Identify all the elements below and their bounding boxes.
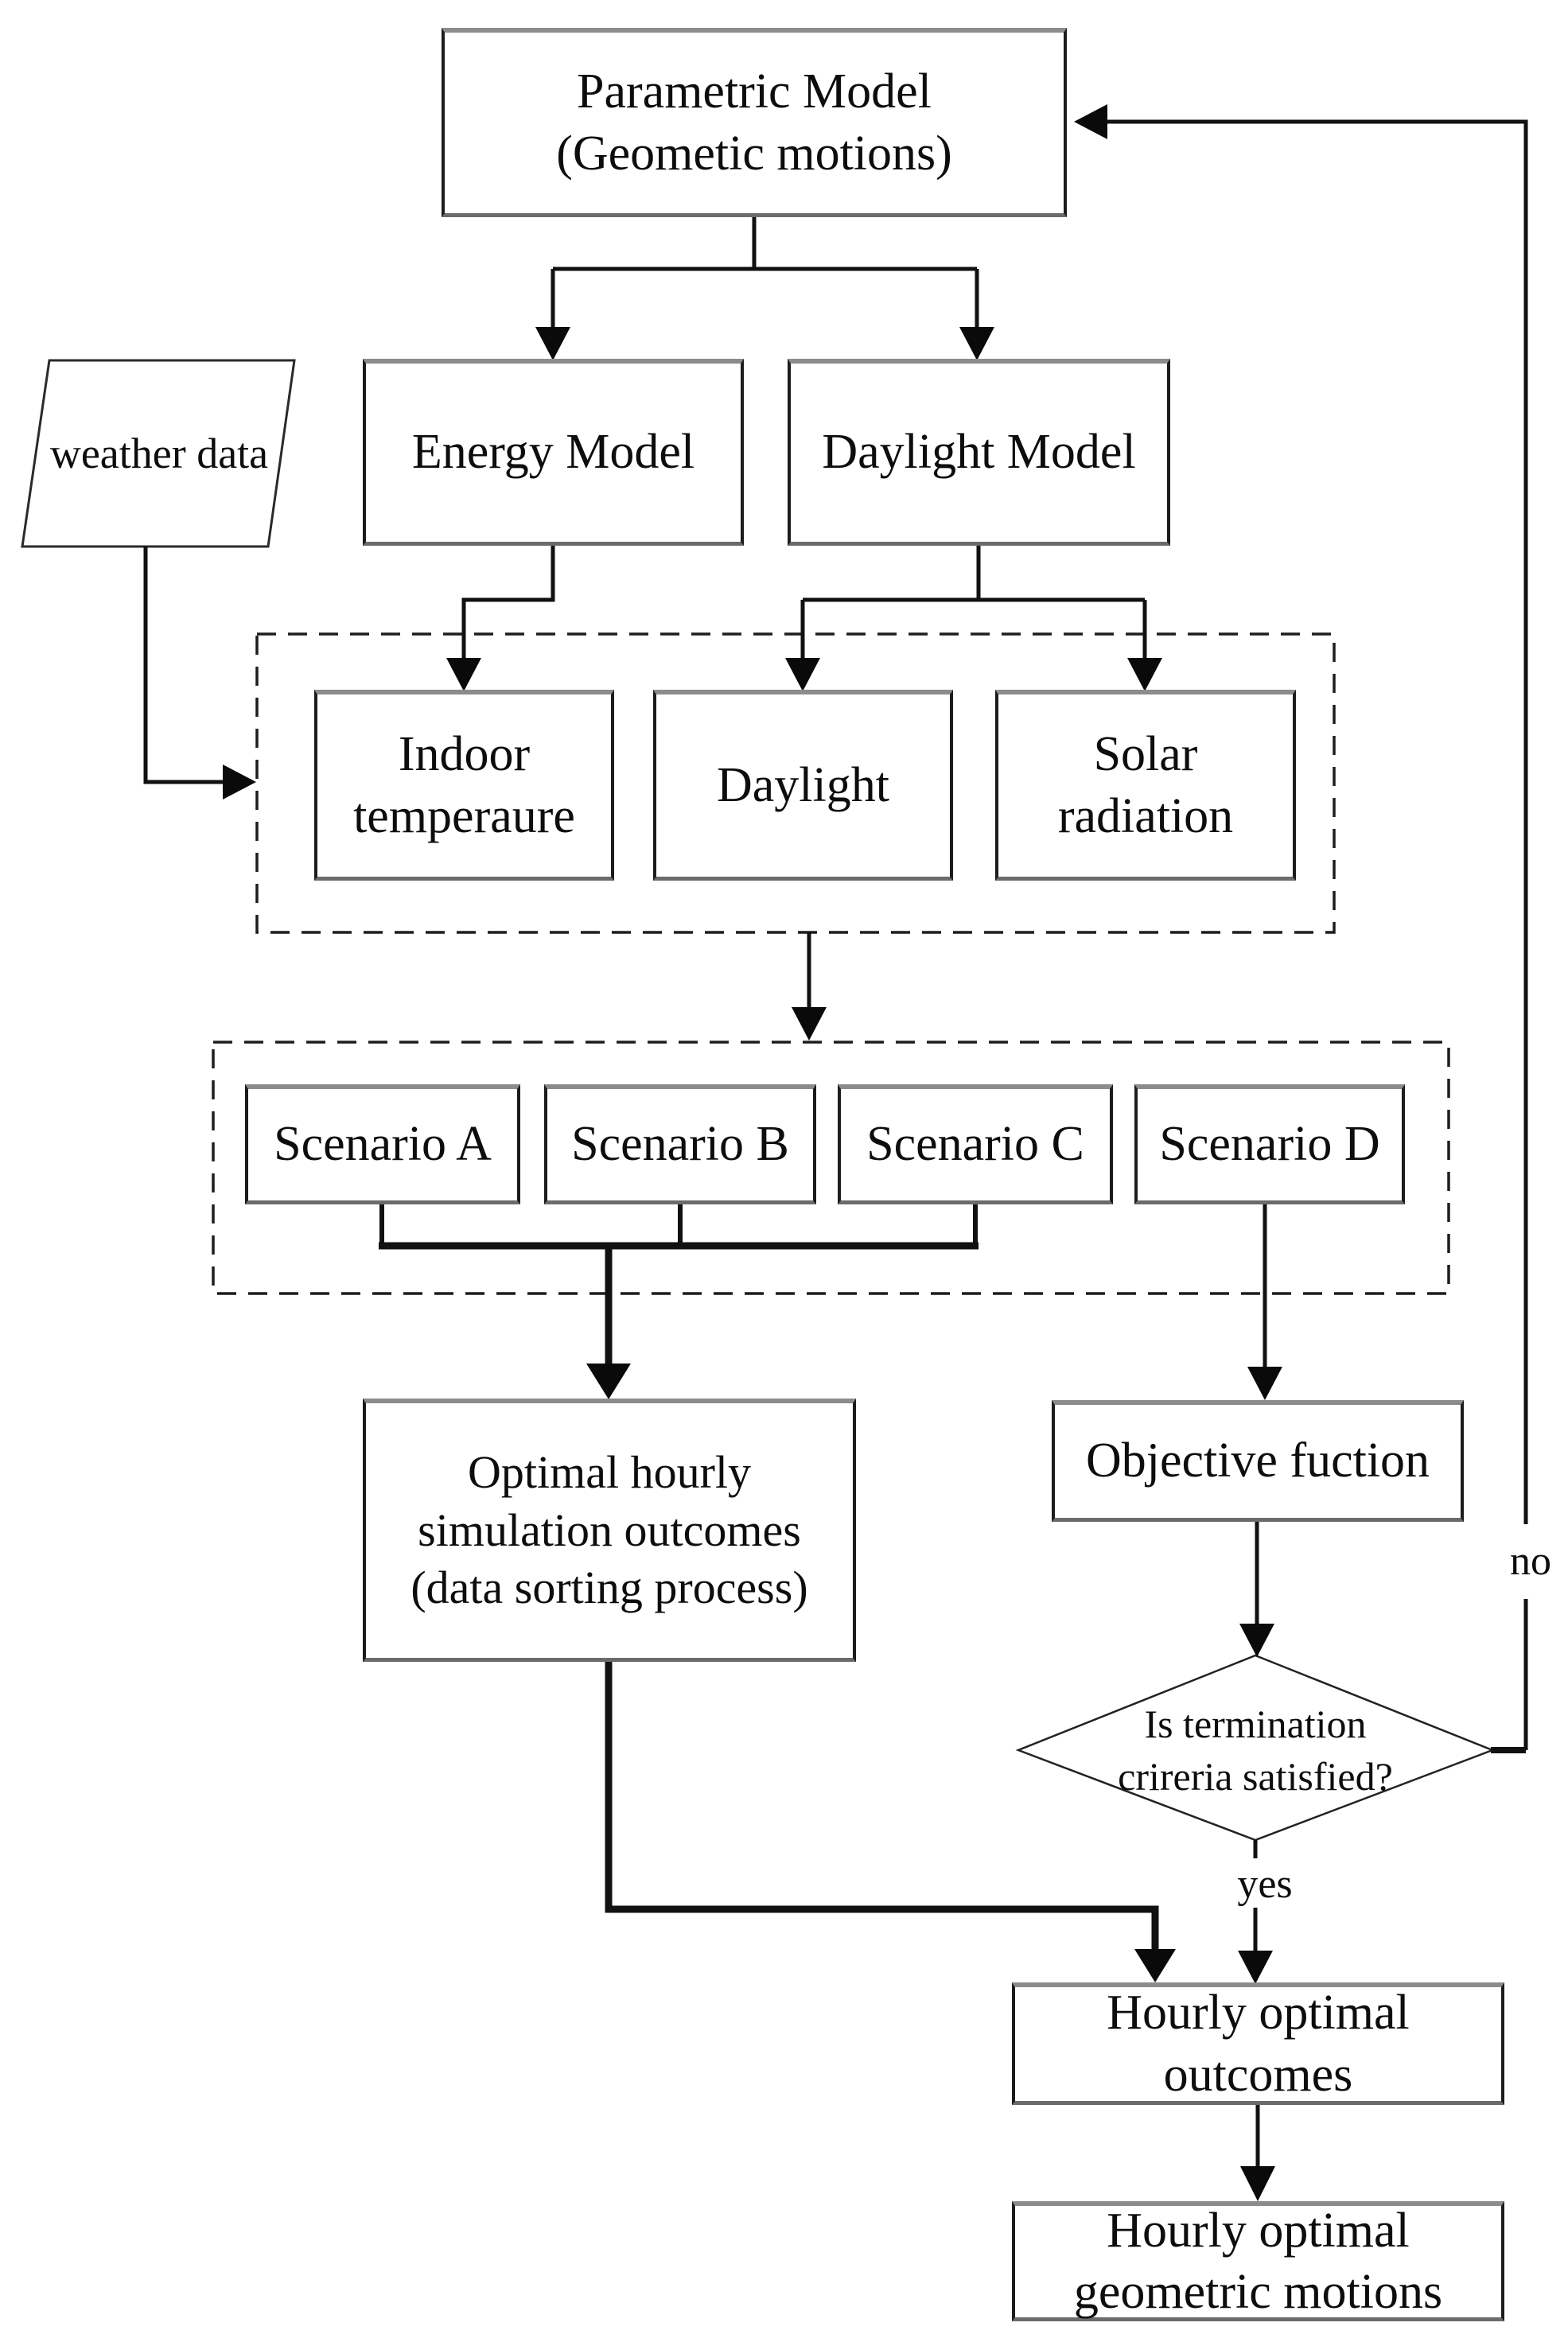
scenario-d-label: Scenario D bbox=[1159, 1117, 1380, 1172]
arrowhead-into-decision bbox=[1239, 1624, 1274, 1657]
daylight-model-node: Daylight Model bbox=[788, 359, 1170, 546]
parametric-model-label: Parametric Model (Geometic motions) bbox=[556, 64, 952, 181]
optimal-hourly-outcomes-node: Optimal hourly simulation outcomes (data… bbox=[363, 1399, 856, 1662]
scenario-d-node: Scenario D bbox=[1134, 1084, 1405, 1204]
daylight-node: Daylight bbox=[653, 690, 953, 881]
edge-scenario-abc-drops bbox=[379, 1204, 978, 1246]
energy-model-label: Energy Model bbox=[411, 425, 695, 480]
weather-parallelogram-shape bbox=[21, 359, 296, 548]
arrowhead-into-optimal-hourly bbox=[586, 1364, 631, 1399]
energy-model-node: Energy Model bbox=[363, 359, 744, 546]
parametric-model-node: Parametric Model (Geometic motions) bbox=[442, 28, 1067, 217]
arrowhead-elbow-into-outcomes bbox=[1134, 1949, 1176, 1982]
scenario-a-label: Scenario A bbox=[274, 1117, 492, 1172]
weather-data-label: weather data bbox=[49, 430, 269, 477]
hourly-optimal-outcomes-label: Hourly optimal outcomes bbox=[1107, 1986, 1410, 2102]
scenario-c-node: Scenario C bbox=[838, 1084, 1113, 1204]
arrowhead-into-indoor-temperature bbox=[446, 658, 481, 691]
objective-function-label: Objective fuction bbox=[1085, 1434, 1430, 1488]
arrowhead-into-energy-model bbox=[535, 327, 570, 360]
scenario-c-label: Scenario C bbox=[866, 1117, 1084, 1172]
arrowhead-into-objective-function bbox=[1247, 1367, 1282, 1400]
daylight-label: Daylight bbox=[717, 757, 889, 812]
hourly-optimal-outcomes-node: Hourly optimal outcomes bbox=[1012, 1982, 1504, 2105]
indoor-temperature-node: Indoor temperaure bbox=[314, 690, 614, 881]
scenario-b-label: Scenario B bbox=[571, 1117, 789, 1172]
edge-optimal-to-outcomes-elbow bbox=[605, 1661, 1159, 1951]
arrowhead-into-solar-radiation bbox=[1127, 658, 1162, 691]
weather-data-node: weather data bbox=[36, 374, 282, 533]
arrowhead-into-motions bbox=[1240, 2166, 1275, 2201]
optimal-hourly-outcomes-label: Optimal hourly simulation outcomes (data… bbox=[410, 1446, 808, 1614]
indoor-temperature-label: Indoor temperaure bbox=[353, 727, 575, 843]
edge-daylight-split bbox=[800, 545, 1147, 661]
no-edge-label: no bbox=[1510, 1538, 1551, 1584]
solar-radiation-label: Solar radiation bbox=[1057, 727, 1234, 843]
hourly-optimal-geometric-motions-label: Hourly optimal geometric motions bbox=[1073, 2203, 1443, 2320]
arrowhead-yes-into-outcomes bbox=[1238, 1951, 1273, 1984]
hourly-optimal-geometric-motions-node: Hourly optimal geometric motions bbox=[1012, 2201, 1504, 2321]
arrowhead-into-scenarios-group bbox=[792, 1007, 827, 1041]
scenario-a-node: Scenario A bbox=[245, 1084, 520, 1204]
scenario-b-node: Scenario B bbox=[544, 1084, 816, 1204]
edge-parametric-split bbox=[551, 216, 979, 330]
daylight-model-label: Daylight Model bbox=[822, 425, 1136, 480]
termination-check-label: Is termination crireria satisfied? bbox=[1118, 1702, 1393, 1799]
solar-radiation-node: Solar radiation bbox=[995, 690, 1296, 881]
edge-energy-to-indoor bbox=[461, 545, 555, 661]
arrowhead-no-into-parametric bbox=[1074, 104, 1107, 139]
edge-decision-no-loop bbox=[1107, 119, 1528, 1750]
termination-check-node: Is termination crireria satisfied? bbox=[1056, 1690, 1454, 1810]
yes-edge-label: yes bbox=[1237, 1861, 1293, 1907]
arrowhead-into-results-group bbox=[223, 764, 256, 799]
results-group-border bbox=[255, 632, 1336, 934]
edge-weather-to-results bbox=[143, 547, 226, 784]
arrowhead-into-daylight-model bbox=[959, 327, 994, 360]
objective-function-node: Objective fuction bbox=[1052, 1400, 1464, 1522]
arrowhead-into-daylight bbox=[785, 658, 820, 691]
